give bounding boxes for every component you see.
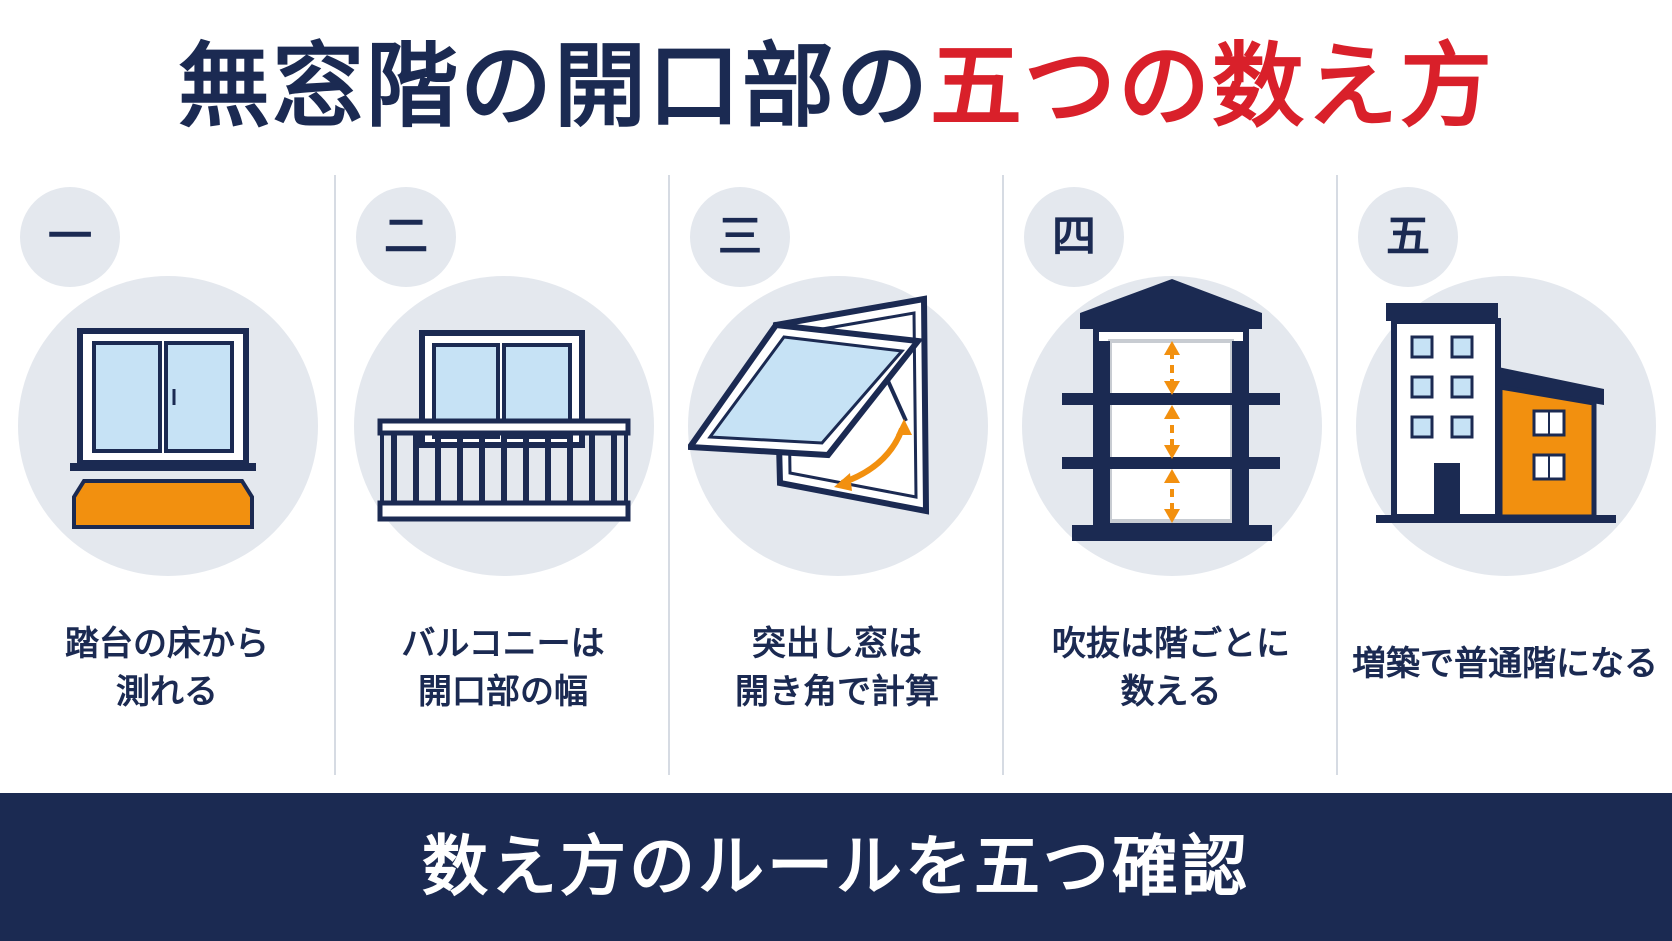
balcony-icon (354, 276, 654, 576)
column-divider (668, 175, 670, 775)
atrium-building-icon (1022, 276, 1322, 576)
rule-caption-3: 突出し窓は 開き角で計算 (735, 624, 939, 712)
rule-number-1: 一 (20, 187, 120, 287)
rule-caption-4: 吹抜は階ごとに 数える (1052, 624, 1290, 712)
column-divider (334, 175, 336, 775)
projecting-window-icon (688, 276, 988, 576)
rules-columns: 一 踏台の床から 測れる 二 (0, 175, 1672, 775)
column-divider (1336, 175, 1338, 775)
rule-number-4: 四 (1024, 187, 1124, 287)
rule-number-5: 五 (1358, 187, 1458, 287)
rule-caption-2: バルコニーは 開口部の幅 (401, 624, 605, 712)
page-title: 無窓階の開口部の五つの数え方 (0, 22, 1672, 152)
rule-card-4: 四 吹抜は階ごとに 数える (1004, 175, 1338, 775)
title-part2: 五つの数え方 (930, 33, 1495, 140)
rule-card-3: 三 突出し窓は 開き角で計算 (670, 175, 1004, 775)
rule-number-3: 三 (690, 187, 790, 287)
rule-card-5: 五 増築で普通階になる (1338, 175, 1672, 775)
title-part1: 無窓階の開口部の (177, 33, 930, 140)
rule-card-2: 二 バルコニーは 開口部の幅 (336, 175, 670, 775)
window-step-icon (18, 276, 318, 576)
rule-caption-5: 増築で普通階になる (1352, 644, 1658, 684)
rule-caption-1: 踏台の床から 測れる (65, 624, 269, 712)
column-divider (1002, 175, 1004, 775)
rule-card-1: 一 踏台の床から 測れる (0, 175, 334, 775)
footer-banner: 数え方のルールを五つ確認 (0, 793, 1672, 941)
rule-number-2: 二 (356, 187, 456, 287)
extension-building-icon (1356, 276, 1656, 576)
